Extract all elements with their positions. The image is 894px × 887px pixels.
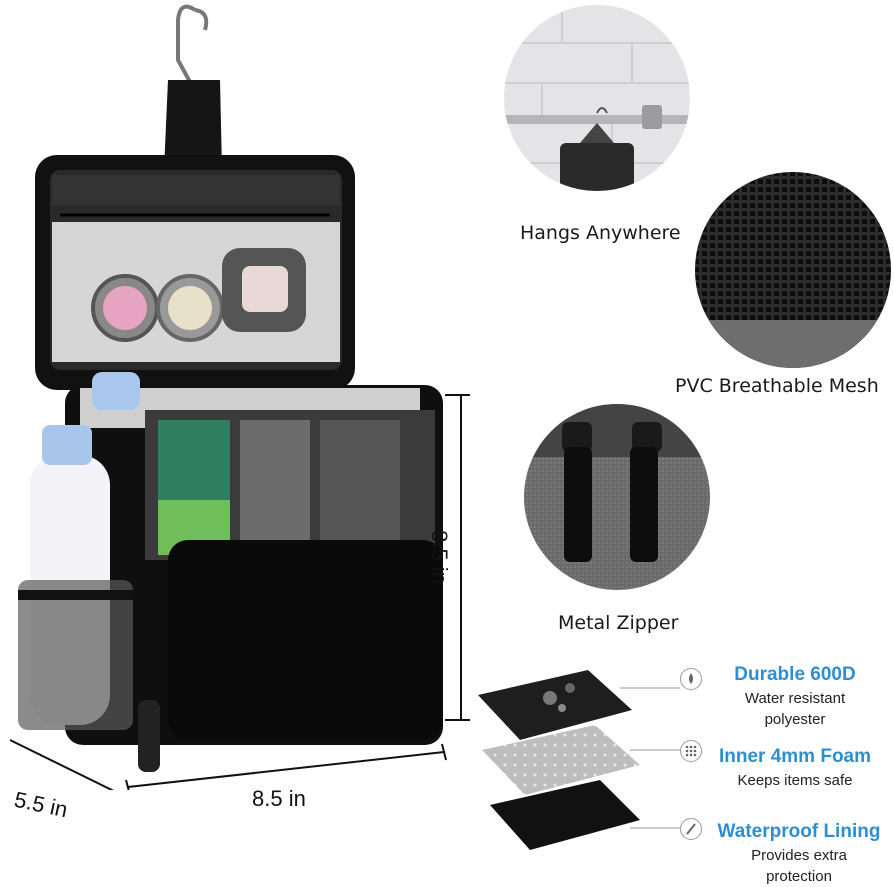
feather-icon	[680, 818, 702, 840]
droplet-icon	[680, 668, 702, 690]
zipper-label: Metal Zipper	[558, 612, 679, 634]
feature-title-foam: Inner 4mm Foam	[718, 746, 872, 767]
mesh-label: PVC Breathable Mesh	[675, 375, 879, 397]
zipper-pull-front	[138, 700, 160, 772]
layer-lining	[490, 780, 640, 850]
feature-line-lining-2: protection	[766, 868, 832, 885]
feature-line-durable-2: polyester	[764, 711, 826, 728]
zipper-closeup-photo	[524, 404, 710, 590]
hang-strap	[164, 80, 222, 170]
feature-title-lining: Waterproof Lining	[717, 821, 881, 842]
height-label: 8.5 in	[427, 530, 452, 584]
layer-outer	[478, 670, 632, 740]
feature-line-lining-1: Provides extra	[751, 847, 847, 864]
hanger-hook	[176, 4, 197, 83]
hangs-anywhere-photo	[504, 5, 690, 191]
feature-line-durable-1: Water resistant	[744, 690, 846, 707]
feature-line-foam-1: Keeps items safe	[737, 772, 853, 789]
zipper-pull-left	[564, 447, 592, 562]
zipper-pull-right	[630, 447, 658, 562]
feature-title-durable: Durable 600D	[734, 664, 856, 685]
toiletry-bag-illustration	[9, 4, 470, 790]
material-layers-illustration	[478, 670, 680, 850]
layer-foam	[482, 725, 640, 795]
width-dimension-line	[127, 751, 445, 788]
side-mesh-pocket	[18, 580, 133, 730]
front-pocket	[168, 540, 443, 740]
width-label: 8.5 in	[252, 786, 306, 811]
depth-label: 5.5 in	[12, 786, 70, 823]
grid-icon	[680, 740, 702, 762]
mesh-closeup-photo	[695, 172, 891, 368]
hangs-anywhere-label: Hangs Anywhere	[520, 222, 681, 244]
depth-dimension-line	[9, 739, 115, 790]
